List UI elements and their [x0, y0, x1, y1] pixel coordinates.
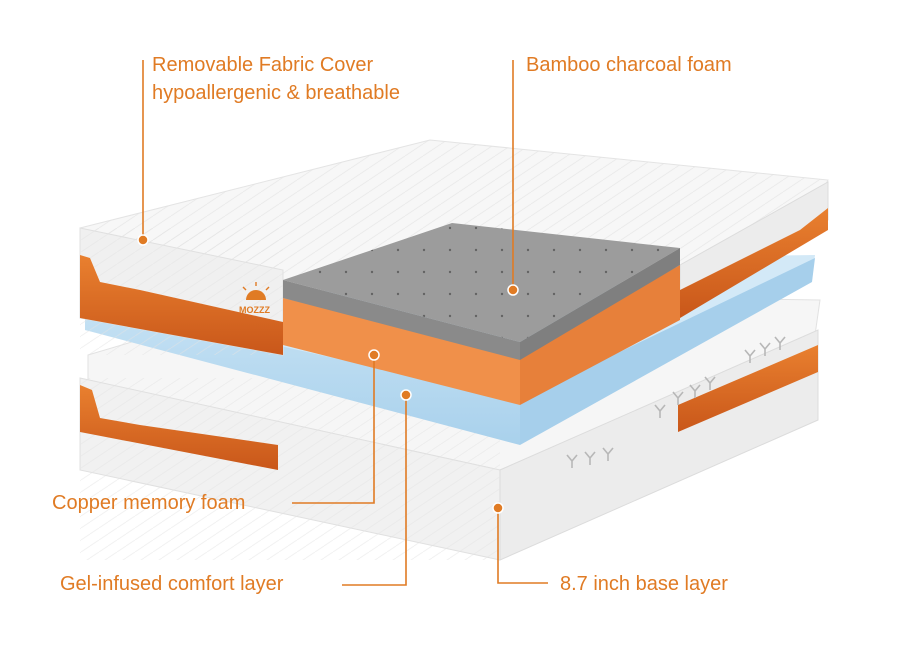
callout-lines — [142, 60, 548, 586]
callout-dots — [137, 234, 519, 514]
brand-logo-text: MOZZZ — [239, 305, 270, 315]
bamboo-marker-dot — [507, 284, 519, 296]
bamboo-callout: Bamboo charcoal foam — [526, 54, 732, 76]
brand-logo: MOZZZ — [239, 282, 270, 315]
cover-callout-title: Removable Fabric Cover — [152, 54, 374, 76]
base-leader-line — [497, 508, 548, 584]
copper-marker-dot — [368, 349, 380, 361]
cover-callout-subtitle: hypoallergenic & breathable — [152, 82, 400, 104]
gel-marker-dot — [400, 389, 412, 401]
base-marker-dot — [492, 502, 504, 514]
base-stitch-marks — [566, 336, 786, 468]
copper-leader-line — [292, 355, 375, 504]
cover-copper-band-right — [680, 208, 828, 318]
base-callout: 8.7 inch base layer — [560, 573, 728, 595]
copper-foam-layer — [283, 265, 680, 405]
base-copper-band-right — [678, 345, 818, 432]
bamboo-charcoal-front-face — [283, 280, 520, 360]
gel-layer-side-face — [520, 258, 815, 445]
cover-copper-band-left — [80, 255, 283, 355]
base-copper-band-left — [80, 385, 278, 470]
gel-leader-line — [342, 395, 407, 586]
bamboo-charcoal-layer — [283, 223, 680, 360]
cover-callout: Removable Fabric Cover hypoallergenic & … — [152, 51, 400, 107]
cover-marker-dot — [137, 234, 149, 246]
copper-foam-side-face — [520, 265, 680, 405]
copper-callout: Copper memory foam — [52, 492, 246, 514]
copper-foam-front-face — [283, 298, 520, 405]
gel-callout: Gel-infused comfort layer — [60, 573, 284, 595]
bamboo-charcoal-side-face — [520, 248, 680, 360]
